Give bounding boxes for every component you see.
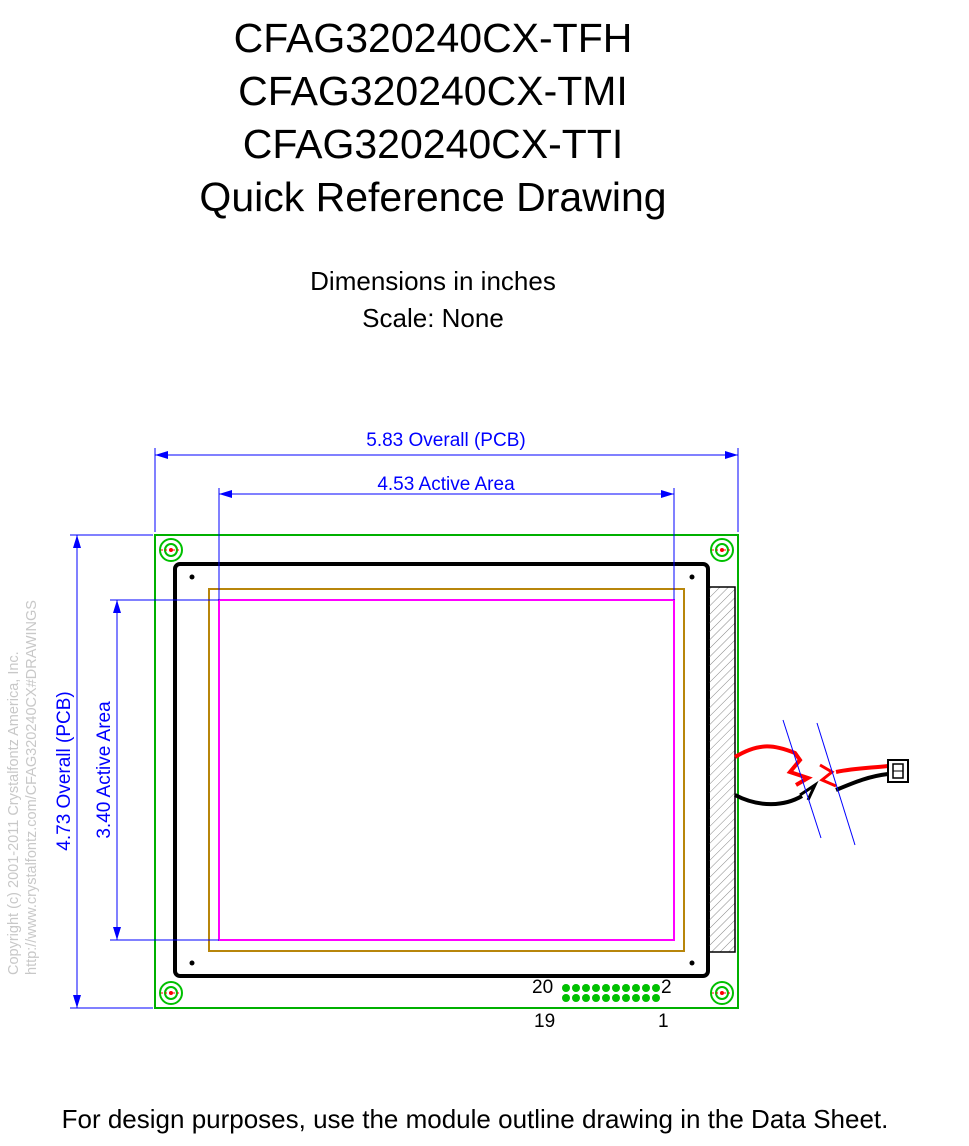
overall-width-label: 5.83 Overall (PCB) <box>366 430 525 451</box>
overall-height-dimension <box>70 534 153 1009</box>
copyright-url: http://www.crystalfontz.com/CFAG320240CX… <box>24 600 40 975</box>
active-width-dimension <box>218 488 675 600</box>
mounting-hole-bottom-left <box>159 981 183 1005</box>
scale-note: Scale: None <box>362 303 504 333</box>
title-line-2: CFAG320240CX-TMI <box>238 68 628 114</box>
pin-label-20: 20 <box>532 977 553 998</box>
drawing-title: Quick Reference Drawing <box>199 174 667 220</box>
active-width-label: 4.53 Active Area <box>377 474 515 495</box>
mounting-hole-bottom-right <box>710 981 734 1005</box>
mounting-hole-top-left <box>159 538 183 562</box>
title-line-3: CFAG320240CX-TTI <box>242 121 624 167</box>
units-note: Dimensions in inches <box>310 266 556 296</box>
mounting-hole-top-right <box>710 538 734 562</box>
backlight-connector <box>887 759 909 783</box>
active-area <box>218 599 675 941</box>
bezel-hole <box>189 574 195 580</box>
backlight-wires <box>733 719 889 846</box>
backlight-strip <box>708 586 736 953</box>
pin-label-2: 2 <box>661 977 672 998</box>
overall-width-dimension <box>154 448 739 532</box>
overall-height-label: 4.73 Overall (PCB) <box>54 691 75 850</box>
copyright-text: Copyright (c) 2001-2011 Crystalfontz Ame… <box>6 651 22 975</box>
metal-bezel <box>173 562 710 978</box>
connector-pads <box>562 984 660 1002</box>
bezel-hole <box>689 960 695 966</box>
pin-label-19: 19 <box>534 1011 555 1032</box>
viewing-area <box>208 588 685 952</box>
bezel-hole <box>689 574 695 580</box>
active-height-dimension <box>110 599 219 941</box>
active-height-label: 3.40 Active Area <box>94 701 115 839</box>
bezel-hole <box>189 960 195 966</box>
footer-note: For design purposes, use the module outl… <box>61 1104 889 1134</box>
title-line-1: CFAG320240CX-TFH <box>233 15 633 61</box>
pin-label-1: 1 <box>658 1011 669 1032</box>
pcb-outline <box>154 534 739 1009</box>
